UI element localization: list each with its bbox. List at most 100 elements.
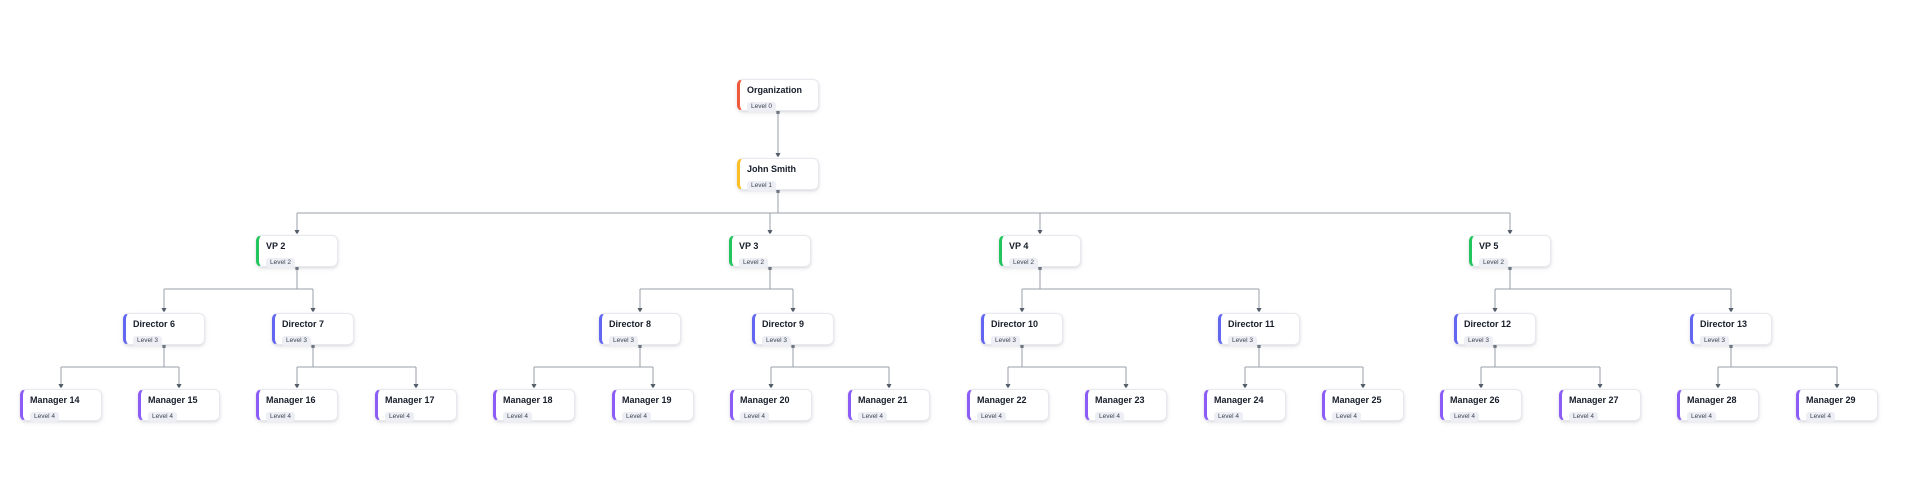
arrowhead-icon [161, 308, 167, 313]
level-badge: Level 4 [148, 412, 177, 422]
level-badge: Level 2 [739, 258, 768, 268]
node-title: Manager 26 [1450, 395, 1500, 405]
org-node-vp3[interactable]: VP 3 Level 2 [729, 235, 811, 268]
arrowhead-icon [767, 230, 773, 235]
level-badge: Level 3 [762, 336, 791, 346]
arrowhead-icon [650, 384, 656, 389]
node-title: Manager 19 [622, 395, 672, 405]
node-title: Director 12 [1464, 319, 1512, 329]
level-badge: Level 3 [1228, 336, 1257, 346]
level-badge: Level 3 [609, 336, 638, 346]
level-badge: Level 4 [1569, 412, 1598, 422]
arrowhead-icon [58, 384, 64, 389]
org-node-vp5[interactable]: VP 5 Level 2 [1469, 235, 1551, 268]
level-badge: Level 3 [133, 336, 162, 346]
node-title: Director 13 [1700, 319, 1748, 329]
level-badge: Level 1 [747, 181, 776, 191]
node-title: Director 8 [609, 319, 652, 329]
org-node-d11[interactable]: Director 11 Level 3 [1218, 313, 1300, 346]
node-title: Director 9 [762, 319, 805, 329]
arrowhead-icon [775, 153, 781, 158]
node-title: VP 3 [739, 241, 759, 251]
level-badge: Level 3 [282, 336, 311, 346]
node-title: Director 6 [133, 319, 176, 329]
org-node-m24[interactable]: Manager 24 Level 4 [1204, 389, 1286, 422]
arrowhead-icon [1019, 308, 1025, 313]
node-title: VP 5 [1479, 241, 1499, 251]
level-badge: Level 4 [977, 412, 1006, 422]
node-title: Director 10 [991, 319, 1039, 329]
node-title: Manager 29 [1806, 395, 1856, 405]
arrowhead-icon [1037, 230, 1043, 235]
level-badge: Level 4 [622, 412, 651, 422]
node-title: VP 4 [1009, 241, 1029, 251]
arrowhead-icon [1715, 384, 1721, 389]
node-title: Director 11 [1228, 319, 1275, 329]
level-badge: Level 4 [503, 412, 532, 422]
node-title: Manager 20 [740, 395, 790, 405]
node-title: Manager 21 [858, 395, 908, 405]
org-node-d12[interactable]: Director 12 Level 3 [1454, 313, 1536, 346]
level-badge: Level 4 [858, 412, 887, 422]
org-node-d10[interactable]: Director 10 Level 3 [981, 313, 1063, 346]
org-node-d9[interactable]: Director 9 Level 3 [752, 313, 834, 346]
level-badge: Level 4 [1687, 412, 1716, 422]
arrowhead-icon [1256, 308, 1262, 313]
node-title: Manager 28 [1687, 395, 1737, 405]
level-badge: Level 4 [385, 412, 414, 422]
org-node-m22[interactable]: Manager 22 Level 4 [967, 389, 1049, 422]
arrowhead-icon [1360, 384, 1366, 389]
node-title: Manager 18 [503, 395, 553, 405]
arrowhead-icon [413, 384, 419, 389]
node-title: Manager 24 [1214, 395, 1264, 405]
org-node-m26[interactable]: Manager 26 Level 4 [1440, 389, 1522, 422]
node-title: Manager 22 [977, 395, 1027, 405]
level-badge: Level 2 [1479, 258, 1508, 268]
org-node-d6[interactable]: Director 6 Level 3 [123, 313, 205, 346]
arrowhead-icon [1005, 384, 1011, 389]
org-node-m18[interactable]: Manager 18 Level 4 [493, 389, 575, 422]
arrowhead-icon [531, 384, 537, 389]
arrowhead-icon [1507, 230, 1513, 235]
node-title: Manager 25 [1332, 395, 1382, 405]
arrowhead-icon [310, 308, 316, 313]
level-badge: Level 3 [991, 336, 1020, 346]
org-node-m21[interactable]: Manager 21 Level 4 [848, 389, 930, 422]
level-badge: Level 4 [30, 412, 59, 422]
level-badge: Level 0 [747, 102, 776, 112]
level-badge: Level 4 [1450, 412, 1479, 422]
level-badge: Level 4 [1214, 412, 1243, 422]
org-node-d8[interactable]: Director 8 Level 3 [599, 313, 681, 346]
arrowhead-icon [1123, 384, 1129, 389]
org-node-m16[interactable]: Manager 16 Level 4 [256, 389, 338, 422]
org-node-m19[interactable]: Manager 19 Level 4 [612, 389, 694, 422]
level-badge: Level 3 [1464, 336, 1493, 346]
org-node-m25[interactable]: Manager 25 Level 4 [1322, 389, 1404, 422]
node-title: Manager 23 [1095, 395, 1145, 405]
node-title: Manager 16 [266, 395, 316, 405]
level-badge: Level 4 [1332, 412, 1361, 422]
arrowhead-icon [1728, 308, 1734, 313]
level-badge: Level 2 [266, 258, 295, 268]
arrowhead-icon [1834, 384, 1840, 389]
level-badge: Level 4 [266, 412, 295, 422]
arrowhead-icon [1597, 384, 1603, 389]
org-node-m28[interactable]: Manager 28 Level 4 [1677, 389, 1759, 422]
arrowhead-icon [1478, 384, 1484, 389]
node-title: John Smith [747, 164, 796, 174]
arrowhead-icon [790, 308, 796, 313]
